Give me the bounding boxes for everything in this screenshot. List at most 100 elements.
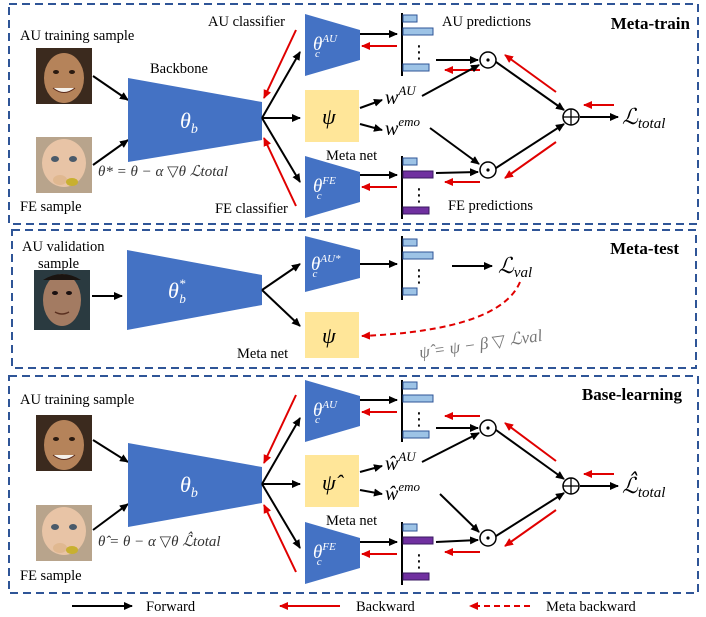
meta-test-backbone-theta: θ*b bbox=[168, 276, 186, 306]
base-odot-fe-dot bbox=[486, 536, 490, 540]
meta-test-update-rule: ψ̂ = ψ − β ▽ ℒval bbox=[418, 326, 544, 362]
odot-au-dot bbox=[486, 58, 490, 62]
meta-test-meta-net-box bbox=[305, 312, 359, 358]
forward-arrow-w-emo bbox=[359, 123, 383, 132]
base-fe-classifier-trapezoid bbox=[305, 522, 360, 584]
forward-arrow-au-input bbox=[92, 75, 129, 101]
au-validation-sample-label-line1: AU validation bbox=[22, 239, 105, 255]
svg-text:⋮: ⋮ bbox=[410, 42, 428, 63]
forward-arrow-to-au-classifier-test bbox=[261, 263, 301, 291]
fe-sample-face-image bbox=[36, 137, 92, 193]
base-learning-panel: Base-learning AU training sample FE samp… bbox=[8, 375, 699, 594]
meta-net-box bbox=[305, 90, 359, 142]
forward-arrow-fe-to-odot bbox=[435, 168, 479, 177]
fe-classifier-trapezoid bbox=[305, 156, 360, 218]
forward-arrow-odot-fe-to-sum bbox=[495, 123, 565, 169]
base-learning-update-rule: θ̂ = θ − α ▽θ ℒ̂total bbox=[98, 531, 221, 550]
forward-arrow-wemo-to-odot bbox=[429, 127, 480, 165]
au-training-face-image bbox=[36, 48, 92, 104]
base-backbone-trapezoid bbox=[128, 443, 262, 527]
base-backward-arrow-from-fe-classifier bbox=[263, 504, 297, 573]
w-emo-weight: wemo bbox=[385, 114, 421, 140]
backward-arrow-sum-to-odot-au bbox=[504, 54, 557, 93]
base-forward-arrow-wemo-to-odot bbox=[439, 493, 480, 533]
backward-arrow-sum-to-odot-fe bbox=[504, 141, 557, 179]
backbone-trapezoid bbox=[128, 78, 262, 162]
svg-text:⋮: ⋮ bbox=[410, 409, 428, 430]
fe-classifier-label: FE classifier bbox=[215, 201, 288, 217]
au-predictions-label: AU predictions bbox=[442, 14, 531, 30]
meta-test-backbone-trapezoid bbox=[127, 250, 262, 330]
base-forward-arrow-au-input bbox=[92, 439, 129, 463]
base-fe-sample-label: FE sample bbox=[20, 568, 82, 584]
forward-arrow-to-fe-classifier bbox=[261, 117, 301, 183]
meta-test-au-classifier-trapezoid bbox=[305, 236, 360, 292]
base-w-emo-weight: ŵemo bbox=[385, 479, 421, 505]
forward-arrow-odot-au-to-sum bbox=[495, 61, 565, 111]
base-forward-arrow-odot-fe-to-sum bbox=[495, 492, 565, 537]
base-fe-predictions-bars: ⋮ bbox=[401, 522, 434, 585]
fe-sample-label: FE sample bbox=[20, 199, 82, 215]
fe-predictions-label: FE predictions bbox=[448, 198, 533, 214]
meta-test-au-predictions-bars: ⋮ bbox=[401, 236, 434, 300]
forward-arrow-wau-to-odot bbox=[421, 64, 480, 97]
base-au-classifier-trapezoid bbox=[305, 380, 360, 442]
forward-arrow-w-au bbox=[359, 98, 383, 109]
meta-net-psi: ψ bbox=[322, 104, 336, 129]
backward-arrow-from-au-classifier bbox=[263, 29, 297, 99]
meta-train-panel: Meta-train AU training sample FE sample … bbox=[8, 3, 699, 225]
base-backbone-theta-b: θb bbox=[180, 472, 198, 501]
meta-test-border bbox=[11, 229, 697, 369]
base-forward-arrow-wau-to-odot bbox=[421, 432, 480, 463]
au-training-sample-label: AU training sample bbox=[20, 28, 134, 44]
base-backward-arrow-sum-to-odot-au bbox=[504, 422, 557, 462]
meta-train-title: Meta-train bbox=[611, 14, 691, 33]
backward-arrow-from-fe-classifier bbox=[263, 137, 297, 207]
meta-train-border bbox=[8, 3, 699, 225]
base-au-training-face-image bbox=[36, 415, 92, 471]
w-au-weight: wAU bbox=[385, 83, 417, 109]
meta-test-meta-net-psi: ψ bbox=[322, 323, 336, 348]
total-loss: ℒtotal bbox=[622, 104, 665, 132]
base-forward-arrow-to-fe-classifier bbox=[261, 483, 301, 549]
forward-arrow-fe-input bbox=[92, 139, 129, 166]
base-backward-arrow-from-au-classifier bbox=[263, 394, 297, 464]
meta-net-label: Meta net bbox=[326, 148, 377, 164]
meta-test-meta-net-label: Meta net bbox=[237, 346, 288, 362]
legend-meta-backward-label: Meta backward bbox=[546, 599, 637, 615]
base-au-predictions-bars: ⋮ bbox=[401, 380, 434, 442]
meta-test-panel: Meta-test AU validation sample θ*b θAU*c… bbox=[11, 229, 697, 369]
base-w-au-weight: ŵAU bbox=[385, 449, 417, 475]
base-forward-arrow-fe-input bbox=[92, 503, 129, 531]
backbone-theta-b: θb bbox=[180, 108, 198, 137]
meta-backward-arrow bbox=[361, 281, 521, 340]
meta-test-au-classifier-theta: θAU*c bbox=[311, 253, 341, 280]
backbone-label: Backbone bbox=[150, 61, 208, 77]
base-forward-arrow-odot-au-to-sum bbox=[495, 429, 565, 480]
base-odot-au-dot bbox=[486, 426, 490, 430]
fe-predictions-bars: ⋮ bbox=[401, 156, 434, 219]
base-learning-title: Base-learning bbox=[582, 385, 683, 404]
legend: Forward Backward Meta backward bbox=[72, 599, 637, 615]
forward-arrow-to-au-classifier bbox=[261, 51, 301, 119]
svg-text:⋮: ⋮ bbox=[410, 266, 428, 287]
svg-text:⋮: ⋮ bbox=[410, 551, 428, 572]
base-forward-arrow-to-au-classifier bbox=[261, 417, 301, 485]
au-classifier-trapezoid bbox=[305, 14, 360, 76]
meta-train-update-rule: θ* = θ − α ▽θ ℒtotal bbox=[98, 164, 228, 180]
odot-fe-dot bbox=[486, 168, 490, 172]
base-forward-arrow-fe-to-odot bbox=[435, 536, 479, 545]
au-predictions-bars: ⋮ bbox=[401, 13, 434, 76]
base-fe-sample-face-image bbox=[36, 505, 92, 561]
base-meta-net-label: Meta net bbox=[326, 513, 377, 529]
au-validation-face-image bbox=[34, 270, 90, 330]
base-meta-net-box bbox=[305, 455, 359, 507]
base-total-loss-hat: ℒ̂total bbox=[622, 471, 665, 501]
val-loss: ℒval bbox=[498, 253, 532, 281]
base-forward-arrow-w-au bbox=[359, 464, 383, 473]
base-forward-arrow-w-emo bbox=[359, 488, 383, 497]
